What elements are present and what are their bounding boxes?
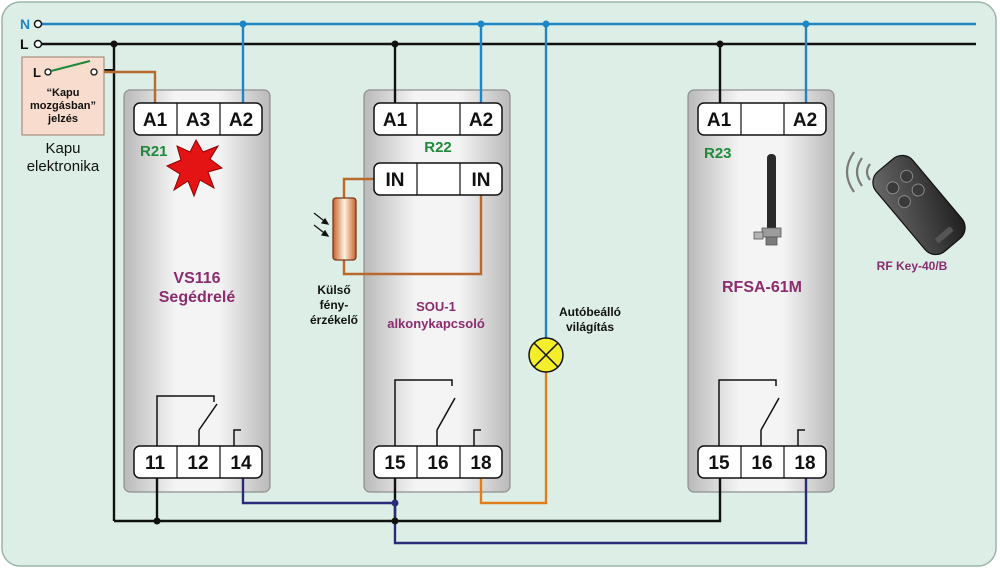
r22-terminal-a1: A1 [383, 110, 408, 131]
rf-remote-icon [872, 154, 966, 256]
r23-terminal-15: 15 [708, 453, 730, 474]
lamp-label-1: Autóbeálló [559, 305, 621, 319]
r21-title-1: VS116 [173, 270, 220, 287]
r21-title-2: Segédrelé [159, 289, 236, 306]
light-sensor [332, 197, 357, 261]
relay-r21-bottom-terminals [133, 445, 263, 479]
r22-terminal-18: 18 [470, 453, 491, 474]
sensor-label-1: Külső [317, 283, 350, 297]
sensor-label-3: érzékelő [310, 313, 358, 327]
gate-signal-box [21, 56, 105, 136]
r21-terminal-a1: A1 [143, 110, 168, 131]
relay-r23-bottom-terminals [697, 445, 827, 479]
gate-box-line3: jelzés [47, 113, 78, 125]
sensor-label-2: fény- [320, 298, 349, 312]
light-sensor-arrows-icon [313, 212, 330, 237]
r21-terminal-12: 12 [187, 453, 208, 474]
r21-terminal-a2: A2 [229, 110, 253, 131]
relay-r22-top-terminals [373, 102, 503, 136]
r21-contact-symbol [156, 395, 241, 446]
relay-r22-input-terminals [373, 162, 503, 196]
r23-title: RFSA-61M [722, 279, 802, 296]
relay-r21-top-terminals [133, 102, 263, 136]
relay-r22-bottom-terminals [373, 445, 503, 479]
live-rail-label: L [20, 36, 29, 52]
wire-sensor-in1 [342, 177, 374, 198]
r22-title-2: alkonykapcsoló [387, 316, 485, 331]
gate-caption-2: elektronika [27, 158, 100, 175]
r23-terminal-18: 18 [794, 453, 815, 474]
r22-terminal-in2: IN [472, 170, 491, 191]
r23-terminal-16: 16 [751, 453, 772, 474]
gate-box-line2: mozgásban” [30, 100, 96, 112]
r23-terminal-a2: A2 [793, 110, 817, 131]
r23-terminal-a1: A1 [707, 110, 732, 131]
neutral-rail-terminal [33, 19, 43, 29]
r21-id: R21 [140, 143, 168, 160]
r22-terminal-in1: IN [386, 170, 405, 191]
relay-r23-top-terminals [697, 102, 827, 136]
signal-waves-icon [845, 151, 871, 193]
switch-contact-right [90, 68, 98, 76]
wire-lamp-18 [479, 372, 548, 505]
switch-arm [50, 60, 91, 72]
rf-remote-label: RF Key-40/B [877, 259, 948, 273]
r22-contact-symbol [394, 379, 481, 446]
r22-title-1: SOU-1 [416, 299, 456, 314]
junction-dots [110, 40, 724, 525]
lamp-icon [528, 337, 564, 373]
r22-terminal-a2: A2 [469, 110, 493, 131]
live-rail-terminal [33, 39, 43, 49]
r21-terminal-a3: A3 [186, 110, 210, 131]
gate-switch-label: L [33, 65, 41, 80]
lamp-label-2: világítás [566, 320, 614, 334]
r21-terminal-11: 11 [145, 453, 166, 474]
switch-contact-left [44, 68, 52, 76]
r21-terminal-14: 14 [230, 453, 252, 474]
antenna-icon [753, 154, 782, 246]
r23-id: R23 [704, 145, 732, 162]
wire-gate-a3 [98, 70, 157, 103]
r22-id: R22 [424, 139, 452, 156]
r22-terminal-16: 16 [427, 453, 448, 474]
junction-dot-navy [391, 499, 399, 507]
junction-dots-blue [239, 20, 810, 28]
relay-body-r21 [123, 89, 271, 493]
r23-contact-symbol [718, 379, 805, 446]
wire-l-bottom [114, 474, 722, 523]
r21-active-indicator [165, 138, 224, 198]
wire-sensor-in2 [342, 194, 483, 276]
relay-body-r23 [687, 89, 835, 493]
gate-box-line1: “Kapu [47, 87, 80, 99]
neutral-rail-label: N [20, 16, 30, 32]
r22-terminal-15: 15 [384, 453, 406, 474]
gate-caption-1: Kapu [45, 140, 80, 157]
